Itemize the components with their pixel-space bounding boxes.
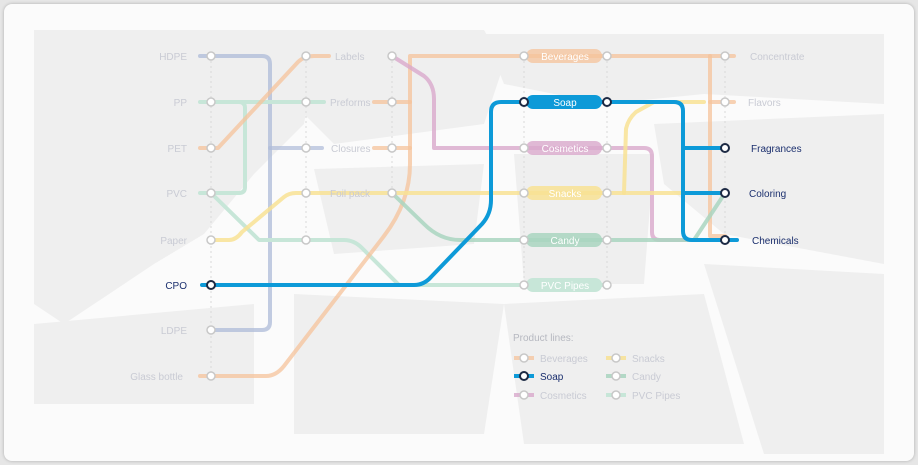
station-foil-pack[interactable]: Foil pack (330, 189, 371, 200)
station-coloring[interactable]: Coloring (749, 189, 786, 200)
line-candy[interactable] (390, 191, 727, 242)
line-hdpe-ldpe[interactable] (198, 54, 272, 332)
legend-item-pvc-pipes[interactable]: PVC Pipes (606, 390, 680, 402)
svg-text:Beverages: Beverages (540, 354, 588, 365)
line-soap[interactable] (200, 100, 739, 287)
station-soap[interactable]: Soap (553, 98, 577, 109)
legend-item-candy[interactable]: Candy (606, 371, 661, 383)
legend-item-cosmetics[interactable]: Cosmetics (514, 390, 587, 402)
pill-beverages[interactable] (526, 49, 602, 63)
station-candy[interactable]: Candy (551, 236, 580, 247)
metro-diagram: HDPE PP PET PVC Paper CPO LDPE Glass bot… (34, 30, 884, 454)
svg-text:Candy: Candy (632, 372, 661, 383)
line-pvc-pp[interactable] (198, 100, 247, 195)
product-pills (526, 49, 602, 292)
station-chemicals-dot (720, 235, 730, 245)
legend-item-snacks[interactable]: Snacks (606, 353, 665, 365)
station-fragrances-dot (720, 143, 730, 153)
pill-soap[interactable] (526, 95, 602, 109)
diagram-card: HDPE PP PET PVC Paper CPO LDPE Glass bot… (4, 4, 914, 461)
line-beverages-glass[interactable] (198, 54, 736, 378)
station-cpo-dot (206, 280, 216, 290)
svg-text:Snacks: Snacks (632, 354, 665, 365)
station-soap-right-dot (602, 97, 612, 107)
pill-cosmetics[interactable] (526, 141, 602, 155)
station-pvc[interactable]: PVC (166, 189, 187, 200)
station-glass-bottle[interactable]: Glass bottle (130, 372, 183, 383)
station-snacks[interactable]: Snacks (549, 189, 582, 200)
line-snacks[interactable] (209, 191, 727, 242)
station-cpo[interactable]: CPO (165, 281, 187, 292)
station-chemicals[interactable]: Chemicals (752, 236, 799, 247)
line-pvc-pipes[interactable] (209, 191, 609, 287)
station-concentrate[interactable]: Concentrate (750, 52, 805, 63)
legend-item-soap[interactable]: Soap (514, 371, 564, 383)
station-labels[interactable]: Labels (335, 52, 364, 63)
line-beverages-concentrate[interactable] (708, 54, 727, 238)
station-coloring-dot (720, 188, 730, 198)
station-ldpe[interactable]: LDPE (161, 326, 187, 337)
station-hdpe[interactable]: HDPE (159, 52, 187, 63)
station-fragrances[interactable]: Fragrances (751, 144, 802, 155)
station-cosmetics[interactable]: Cosmetics (542, 144, 589, 155)
legend-item-beverages[interactable]: Beverages (514, 353, 588, 365)
station-preforms[interactable]: Preforms (330, 98, 371, 109)
pill-candy[interactable] (526, 233, 602, 247)
svg-text:Cosmetics: Cosmetics (540, 391, 587, 402)
station-circles (206, 51, 730, 381)
legend-title: Product lines: (513, 333, 574, 344)
station-pp[interactable]: PP (174, 98, 188, 109)
station-pet[interactable]: PET (168, 144, 187, 155)
station-beverages[interactable]: Beverages (541, 52, 589, 63)
station-closures[interactable]: Closures (331, 144, 370, 155)
svg-text:Soap: Soap (540, 372, 564, 383)
station-soap-left-dot (519, 97, 529, 107)
station-flavors[interactable]: Flavors (748, 98, 781, 109)
legend: Product lines: Beverages Soap Cosmetics … (513, 333, 680, 402)
line-snacks-flavors[interactable] (622, 100, 706, 195)
station-paper[interactable]: Paper (160, 236, 187, 247)
pill-snacks[interactable] (526, 186, 602, 200)
pill-pvc-pipes[interactable] (526, 278, 602, 292)
station-pvc-pipes[interactable]: PVC Pipes (541, 281, 589, 292)
svg-text:PVC Pipes: PVC Pipes (632, 391, 680, 402)
